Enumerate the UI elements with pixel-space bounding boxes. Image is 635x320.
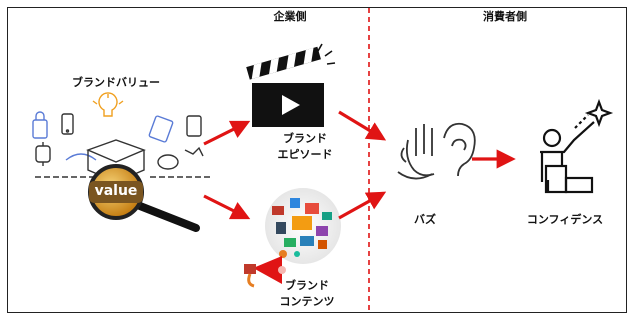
confident-person-icon	[540, 98, 614, 194]
arrow-episode-to-buzz	[338, 110, 387, 141]
brand-content-line2: コンテンツ	[279, 295, 335, 308]
magnifier-icon	[88, 164, 200, 232]
brand-episode-line1: ブランド	[283, 132, 327, 145]
brand-episode-label: ブランド エピソード	[270, 131, 340, 163]
content-sphere-icon	[265, 188, 341, 264]
brand-content-line1: ブランド	[285, 279, 329, 292]
confidence-label: コンフィデンス	[526, 213, 604, 226]
clapperboard-icon	[246, 43, 336, 127]
value-word: value	[94, 183, 138, 199]
company-side-header: 企業側	[273, 10, 307, 23]
arrow-content-to-buzz	[338, 191, 387, 220]
brand-content-label: ブランド コンテンツ	[272, 278, 342, 310]
buzz-label: バズ	[414, 213, 436, 226]
brand-episode-line2: エピソード	[277, 148, 333, 161]
consumer-side-header: 消費者側	[483, 10, 527, 23]
product-collage-icon	[32, 92, 210, 183]
listening-ear-icon	[397, 122, 476, 180]
arrow-value-to-content	[203, 194, 251, 220]
diagram-frame	[7, 7, 627, 313]
megaphone-icon	[244, 256, 286, 288]
arrow-value-to-episode	[203, 120, 251, 146]
brand-value-label: ブランドバリュー	[72, 76, 160, 89]
